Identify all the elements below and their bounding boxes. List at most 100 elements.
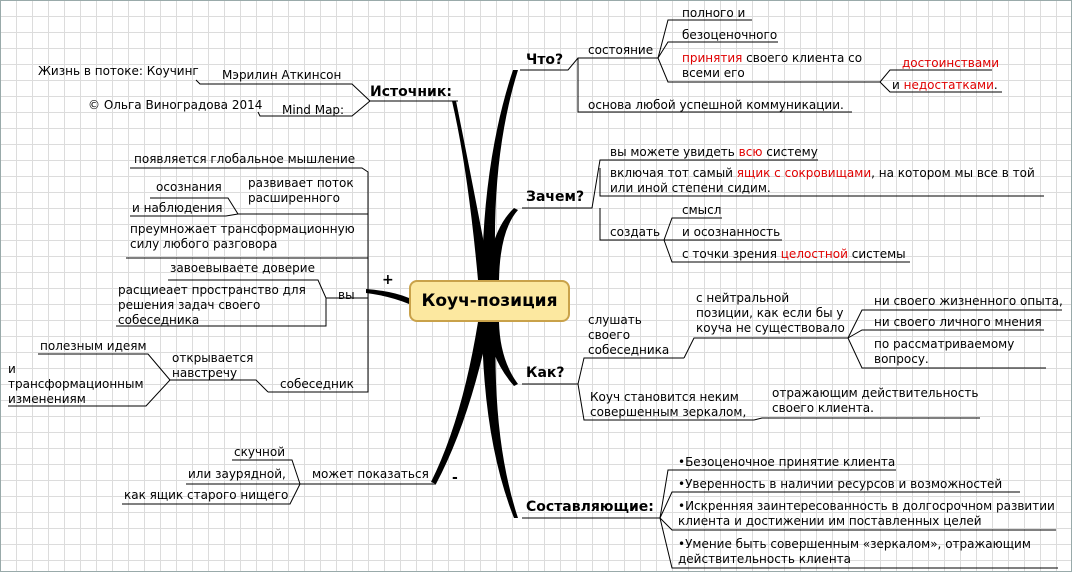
plus-trust[interactable]: завоевываете доверие (170, 261, 315, 275)
plus-space-line3: собеседника (118, 313, 200, 327)
minus-sign: - (452, 470, 458, 486)
what-state[interactable]: состояние (588, 43, 654, 57)
main-branches (366, 70, 518, 518)
how-topic[interactable]: по рассматриваемому вопросу. (874, 337, 1014, 367)
why-create[interactable]: создать (610, 225, 661, 239)
why-incl-red: ящик с сокровищами (736, 166, 872, 180)
component-item-4-line2: действительность клиента (678, 552, 852, 566)
what-flaws-and: и (892, 78, 904, 92)
component-item-1[interactable]: •Безоценочное принятие клиента (678, 455, 896, 469)
why-see-b: систему (762, 145, 818, 159)
what-flaws-dot: . (993, 78, 998, 92)
what-acceptance-rest: своего клиента со (742, 51, 863, 65)
how-listen[interactable]: слушать своего собеседника (588, 313, 669, 358)
how-no-experience[interactable]: ни своего жизненного опыта, (874, 294, 1063, 308)
component-item-3[interactable]: •Искренняя заинтересованность в долгосро… (678, 499, 1055, 529)
source-mindmap[interactable]: Mind Map: (282, 103, 345, 117)
plus-sign: + (382, 272, 394, 288)
why-treasure[interactable]: включая тот самый ящик с сокровищами, на… (610, 166, 1035, 181)
what-title[interactable]: Что? (526, 52, 564, 68)
components-title[interactable]: Составляющие: (526, 499, 654, 515)
why-see-red: всю (738, 145, 763, 159)
branch-plus (366, 289, 409, 304)
what-basis[interactable]: основа любой успешной коммуникации. (588, 98, 844, 112)
why-title[interactable]: Зачем? (526, 189, 585, 205)
plus-you[interactable]: вы (338, 288, 355, 302)
why-meaning[interactable]: смысл (682, 203, 722, 217)
plus-awareness[interactable]: осознания (156, 180, 222, 194)
what-acceptance[interactable]: принятия своего клиента со (682, 51, 862, 66)
central-topic[interactable]: Коуч-позиция (409, 280, 570, 322)
what-flaws-red: недостатками (903, 78, 994, 92)
plus-multiplies-line1: преумножает трансформационную (130, 222, 355, 236)
plus-expand-line2: расширенного (248, 191, 341, 205)
how-no-opinion[interactable]: ни своего личного мнения (874, 315, 1042, 329)
what-acceptance-red: принятия (682, 51, 743, 65)
how-title[interactable]: Как? (526, 365, 565, 381)
why-view-red: целостной (780, 247, 848, 261)
plus-ideas[interactable]: полезным идеям (40, 339, 147, 353)
component-item-4-line1: •Умение быть совершенным «зеркалом», отр… (678, 537, 1031, 551)
what-flaws[interactable]: и недостатками. (892, 78, 998, 93)
plus-global-thinking[interactable]: появляется глобальное мышление (134, 152, 356, 166)
why-see-a: вы можете увидеть (610, 145, 739, 159)
branch-what (482, 70, 518, 280)
how-listen-line1: слушать (588, 313, 642, 327)
how-mirror[interactable]: Коуч становится неким совершенным зеркал… (590, 390, 746, 420)
source-book[interactable]: Жизнь в потоке: Коучинг (38, 64, 199, 78)
plus-space-line2: решения задач своего (118, 298, 261, 312)
plus-multiplies-line2: силу любого разговора (130, 237, 278, 251)
plus-transform-line3: изменениям (8, 392, 86, 406)
plus-expand-flow[interactable]: развивает поток расширенного (248, 176, 354, 206)
component-item-4[interactable]: •Умение быть совершенным «зеркалом», отр… (678, 537, 1031, 567)
source-title[interactable]: Источник: (370, 84, 452, 100)
source-copyright[interactable]: © Ольга Виноградова 2014 (88, 98, 263, 112)
why-incl-a: включая тот самый (610, 166, 737, 180)
plus-multiplies[interactable]: преумножает трансформационную силу любог… (130, 222, 355, 252)
what-merits[interactable]: достоинствами (902, 56, 1000, 70)
minus-box[interactable]: как ящик старого нищего (124, 488, 289, 502)
how-reflect-line2: своего клиента. (772, 401, 874, 415)
why-view-a: с точки зрения (682, 247, 781, 261)
plus-space[interactable]: расщиеает пространство для решения задач… (118, 283, 306, 328)
what-nonjudgmental[interactable]: безоценочного (682, 28, 778, 42)
central-topic-label: Коуч-позиция (421, 291, 558, 311)
how-neutral-line2: позиции, как если бы у (696, 306, 844, 320)
minus-boring[interactable]: скучной (234, 445, 286, 459)
branch-minus (431, 322, 490, 484)
how-reflect[interactable]: отражающим действительность своего клиен… (772, 386, 978, 416)
what-full[interactable]: полного и (682, 6, 746, 20)
component-item-2[interactable]: •Уверенность в наличии ресурсов и возмож… (678, 477, 1003, 491)
plus-transform-line2: трансформационным (8, 377, 144, 391)
plus-opens[interactable]: открывается навстречу (172, 351, 253, 381)
why-treasure-line2: или иной степени сидим. (610, 181, 771, 195)
how-neutral-line1: с нейтральной (696, 291, 790, 305)
why-see-system[interactable]: вы можете увидеть всю систему (610, 145, 818, 160)
plus-observation[interactable]: и наблюдения (132, 201, 223, 215)
why-awareness[interactable]: и осознанность (682, 225, 781, 239)
how-neutral-line3: коуча не существовало (696, 321, 845, 335)
how-listen-line2: своего (588, 328, 631, 342)
minus-seem[interactable]: может показаться (312, 467, 429, 481)
how-reflect-line1: отражающим действительность (772, 386, 979, 400)
plus-space-line1: расщиеает пространство для (118, 283, 306, 297)
branch-components (482, 322, 518, 518)
branch-source (452, 101, 491, 280)
plus-transform[interactable]: и трансформационным изменениям (8, 362, 144, 407)
why-holistic[interactable]: с точки зрения целостной системы (682, 247, 906, 262)
minus-ordinary[interactable]: или заурядной, (188, 467, 286, 481)
source-author[interactable]: Мэрилин Аткинсон (222, 68, 342, 82)
branch-why (486, 208, 518, 280)
how-listen-line3: собеседника (588, 343, 670, 357)
how-mirror-line1: Коуч становится неким (590, 390, 739, 404)
plus-expand-line1: развивает поток (248, 176, 354, 190)
how-topic-line1: по рассматриваемому (874, 337, 1015, 351)
how-neutral[interactable]: с нейтральной позиции, как если бы у коу… (696, 291, 845, 336)
why-view-b: системы (847, 247, 906, 261)
component-item-3-line1: •Искренняя заинтересованность в долгосро… (678, 499, 1055, 513)
plus-interlocutor[interactable]: собеседник (280, 377, 354, 391)
component-item-3-line2: клиента и достижении им поставленных цел… (678, 514, 982, 528)
plus-opens-line1: открывается (172, 351, 254, 365)
what-acceptance-line2: всеми его (682, 66, 745, 80)
